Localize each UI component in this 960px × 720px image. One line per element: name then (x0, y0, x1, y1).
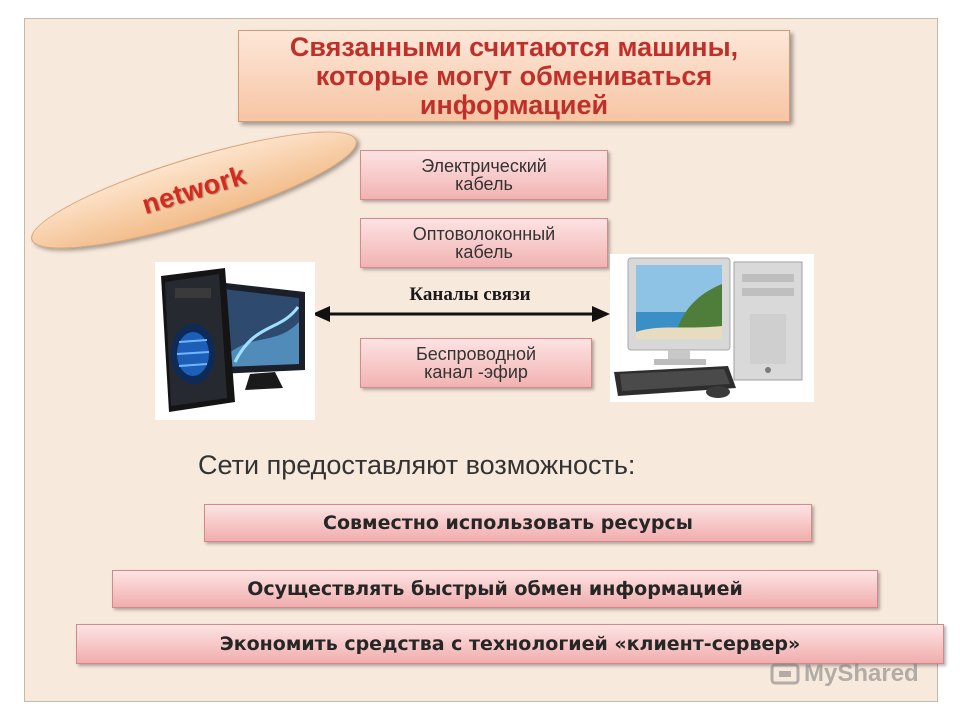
channel-wireless: Беспроводной канал -эфир (360, 338, 592, 388)
computer-right-image (610, 254, 814, 402)
double-arrow-icon (312, 306, 610, 322)
title-box: Связанными считаются машины, которые мог… (238, 30, 790, 122)
channel-electric-line-1: Электрический (421, 156, 547, 176)
title-line-1: Связанными считаются машины, (289, 31, 739, 62)
channel-fiber-line-2: кабель (455, 242, 513, 262)
gaming-computer-icon (161, 268, 305, 412)
channel-electric-line-2: кабель (455, 174, 513, 194)
channel-wireless-line-2: канал -эфир (424, 362, 528, 382)
networks-provide-heading: Сети предоставляют возможность: (198, 450, 636, 480)
channels-label: Каналы связи (409, 284, 531, 305)
capability-fast-exchange: Осуществлять быстрый обмен информацией (112, 570, 878, 608)
watermark: MyShared (770, 660, 919, 688)
myshared-logo-icon (770, 663, 800, 685)
computer-left-image (155, 262, 315, 420)
channel-fiber-line-1: Оптоволоконный (412, 224, 556, 244)
watermark-text: MyShared (804, 660, 919, 687)
title-line-2: которые могут обмениваться (315, 60, 713, 91)
channel-electric-cable: Электрический кабель (360, 150, 608, 200)
title-line-3: информацией (419, 89, 609, 120)
capability-share-resources: Совместно использовать ресурсы (204, 504, 812, 542)
channel-fiber-cable: Оптоволоконный кабель (360, 218, 608, 268)
desktop-computer-icon (614, 257, 803, 398)
capability-client-server: Экономить средства с технологией «клиент… (76, 624, 944, 664)
channel-wireless-line-1: Беспроводной (415, 344, 537, 364)
